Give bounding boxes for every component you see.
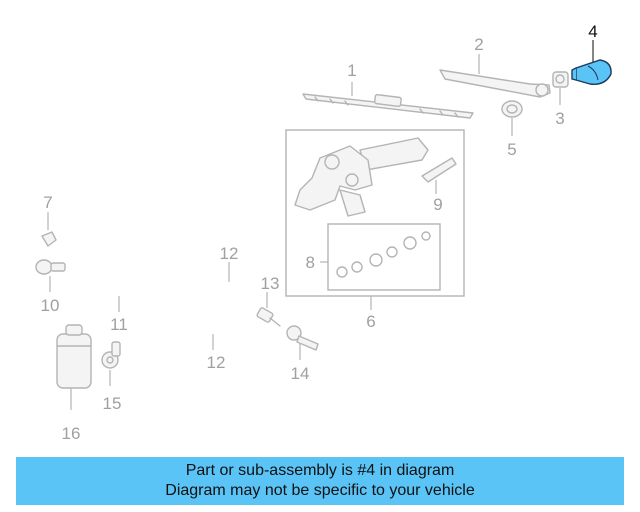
callout-11[interactable]: 11 <box>110 315 128 334</box>
banner-line-disclaimer: Diagram may not be specific to your vehi… <box>165 482 475 499</box>
part-11-hose[interactable] <box>92 259 120 290</box>
part-3-nut[interactable] <box>552 71 569 88</box>
callout-12b[interactable]: 12 <box>207 353 226 372</box>
callout-10[interactable]: 10 <box>41 296 60 315</box>
callout-8[interactable]: 8 <box>306 253 315 272</box>
callout-15[interactable]: 15 <box>103 394 122 413</box>
part-8-seal-kit[interactable] <box>327 223 441 291</box>
part-7-clip[interactable] <box>41 231 57 247</box>
callout-14[interactable]: 14 <box>291 364 310 383</box>
part-4-cap[interactable] <box>571 59 612 85</box>
part-9-nozzle[interactable] <box>421 157 457 183</box>
part-10-pump[interactable] <box>35 259 66 275</box>
part-1-wiper-blade[interactable] <box>302 93 474 119</box>
callout-16[interactable]: 16 <box>62 424 81 443</box>
callout-3[interactable]: 3 <box>555 109 564 128</box>
part-13-connector[interactable] <box>256 307 281 327</box>
part-15-washer-motor[interactable] <box>101 341 121 369</box>
banner-line-part-number: Part or sub-assembly is #4 in diagram <box>185 462 455 479</box>
part-6-motor-assembly-box[interactable] <box>285 129 465 297</box>
part-16-reservoir[interactable] <box>56 324 92 389</box>
callout-7[interactable]: 7 <box>43 193 52 212</box>
info-banner: Part or sub-assembly is #4 in diagram Di… <box>16 457 624 505</box>
part-2-wiper-arm[interactable] <box>439 69 551 98</box>
callout-6[interactable]: 6 <box>366 312 375 331</box>
callout-2[interactable]: 2 <box>474 35 483 54</box>
part-12-hose-upper[interactable] <box>202 274 248 304</box>
callout-9[interactable]: 9 <box>433 195 442 214</box>
callout-1[interactable]: 1 <box>347 61 356 80</box>
part-5-grommet[interactable] <box>501 100 523 118</box>
part-12-hose-long[interactable] <box>138 308 252 347</box>
callout-5[interactable]: 5 <box>507 140 516 159</box>
part-6-motor <box>294 137 429 217</box>
callout-13[interactable]: 13 <box>261 274 280 293</box>
callout-12a[interactable]: 12 <box>220 244 239 263</box>
part-14-check-valve[interactable] <box>286 325 319 351</box>
callout-4[interactable]: 4 <box>588 22 597 41</box>
